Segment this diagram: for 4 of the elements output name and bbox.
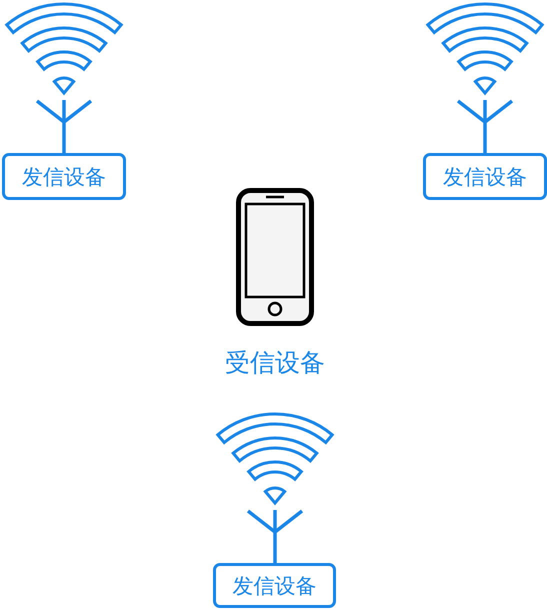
device-box: 发信设备 [213,563,336,608]
device-box: 发信设备 [423,153,547,200]
device-box: 发信设备 [2,153,126,200]
device-label: 受信设备 [224,347,326,379]
